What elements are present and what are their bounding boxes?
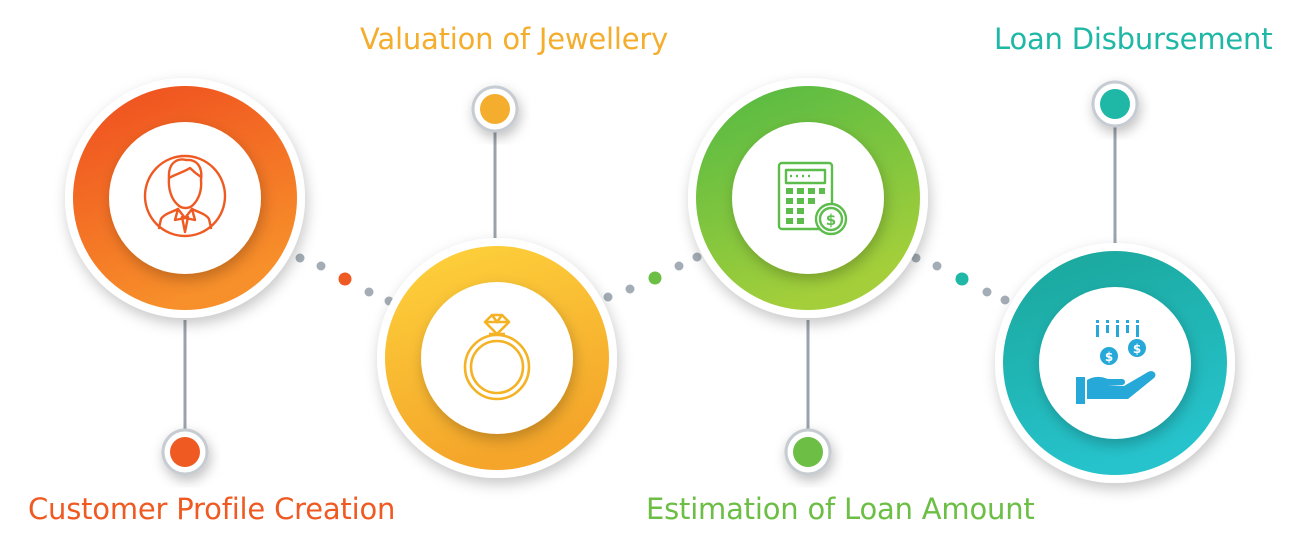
stem-4: [1091, 80, 1139, 245]
stem-2: [471, 85, 519, 242]
ring-icon: [463, 313, 531, 401]
step-circle-4: $ $: [995, 243, 1235, 483]
customer-icon: [143, 154, 227, 238]
step-circle-3: $: [688, 78, 928, 318]
step-circle-1: [65, 78, 305, 318]
step-label-customer-profile: Customer Profile Creation: [28, 492, 396, 526]
dollar-glyph: $: [826, 211, 836, 229]
connector-dots-1: [295, 253, 394, 306]
stem-1: [161, 320, 209, 476]
step-label-disbursement: Loan Disbursement: [994, 22, 1273, 56]
stem-3: [784, 320, 832, 476]
step-label-estimation: Estimation of Loan Amount: [646, 492, 1035, 526]
coin-dollar-1: $: [1105, 350, 1113, 364]
step-label-valuation: Valuation of Jewellery: [360, 22, 669, 56]
calculator-icon: [777, 161, 848, 236]
connector-dots-3: [911, 253, 1010, 305]
step-circle-2: [377, 238, 617, 478]
money-hand-icon: [1076, 320, 1156, 404]
coin-dollar-2: $: [1133, 342, 1141, 356]
connector-dots-2: [603, 252, 702, 302]
